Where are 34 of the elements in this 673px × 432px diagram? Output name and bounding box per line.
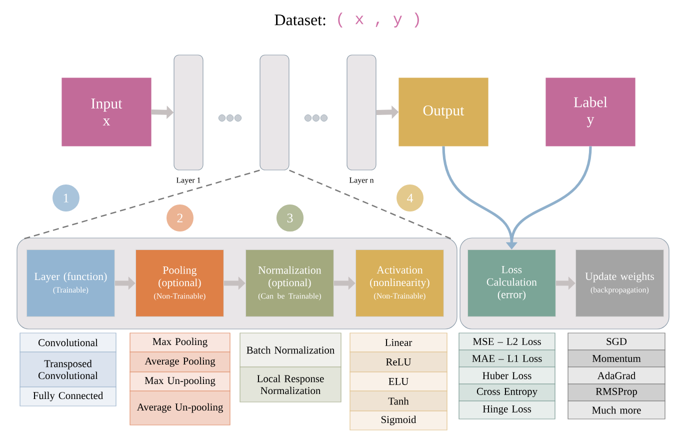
list-cell: ELU [350, 372, 448, 392]
list-cell: Linear [350, 332, 448, 352]
title-text: Dataset: [274, 14, 326, 26]
layer-bar [346, 54, 376, 170]
list-cell: Tanh [350, 390, 448, 412]
layer-bar [174, 54, 204, 170]
layer-bar [260, 54, 290, 170]
list-cell: Much more [568, 400, 666, 420]
list-cell: Local Response Normalization [240, 366, 342, 402]
list-cell: Average Pooling [130, 352, 230, 372]
list-cell: AdaGrad [568, 366, 666, 384]
tuple-label: ( x , y ) [338, 12, 419, 28]
list-cell: Average Un-pooling [130, 390, 230, 426]
dashed-line [289, 170, 454, 240]
block-box: Label y [546, 78, 636, 146]
list-cell: Max Un-pooling [130, 372, 230, 392]
process-box: Loss Calculation (error) [467, 249, 556, 317]
list-cell: Batch Normalization [240, 332, 342, 368]
list-cell: Momentum [568, 350, 666, 368]
list-cell: RMSProp [568, 384, 666, 402]
block-box: Input x [62, 78, 152, 146]
list-cell: Convolutional [20, 332, 116, 352]
block-box: Output [398, 78, 488, 146]
list-cell: Huber Loss [458, 366, 556, 384]
list-cell: Transposed Convolutional [20, 352, 116, 388]
list-cell: SGD [568, 332, 666, 350]
list-cell: Sigmoid [350, 410, 448, 430]
list-cell: Cross Entropy [458, 384, 556, 402]
list-cell: Max Pooling [130, 332, 230, 352]
list-cell: Hinge Loss [458, 400, 556, 420]
list-cell: MAE – L1 Loss [458, 350, 556, 368]
list-cell: ReLU [350, 352, 448, 372]
list-cell: Fully Connected [20, 386, 116, 406]
list-cell: MSE – L2 Loss [458, 332, 556, 350]
